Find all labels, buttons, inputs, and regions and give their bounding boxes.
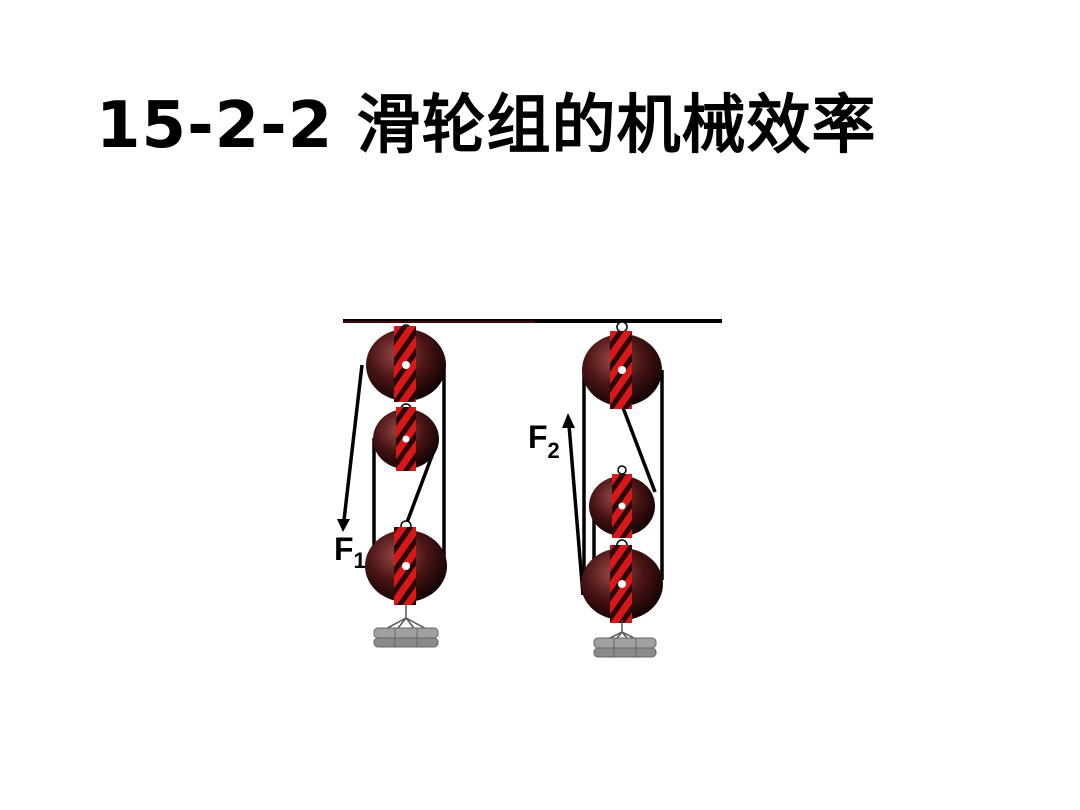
force-label-f2: F2 [528,419,560,463]
force-arrow-f2 [562,413,575,428]
left-fixed-pulley-top [366,326,446,402]
right-weight [593,637,657,658]
force-label-f1: F1 [334,531,366,573]
right-movable-pulley-lower [581,545,663,623]
left-movable-pulley [365,527,447,605]
slide-title: 15-2-2 滑轮组的机械效率 [96,89,877,163]
right-pulley-system [562,321,664,658]
right-movable-pulley-upper [589,474,655,538]
left-weight [373,627,439,648]
right-ropes [567,370,664,596]
force-arrow-f1 [337,519,350,532]
right-fixed-pulley [582,331,662,409]
left-pulley-system [337,324,447,648]
left-fixed-pulley-middle [373,407,439,471]
